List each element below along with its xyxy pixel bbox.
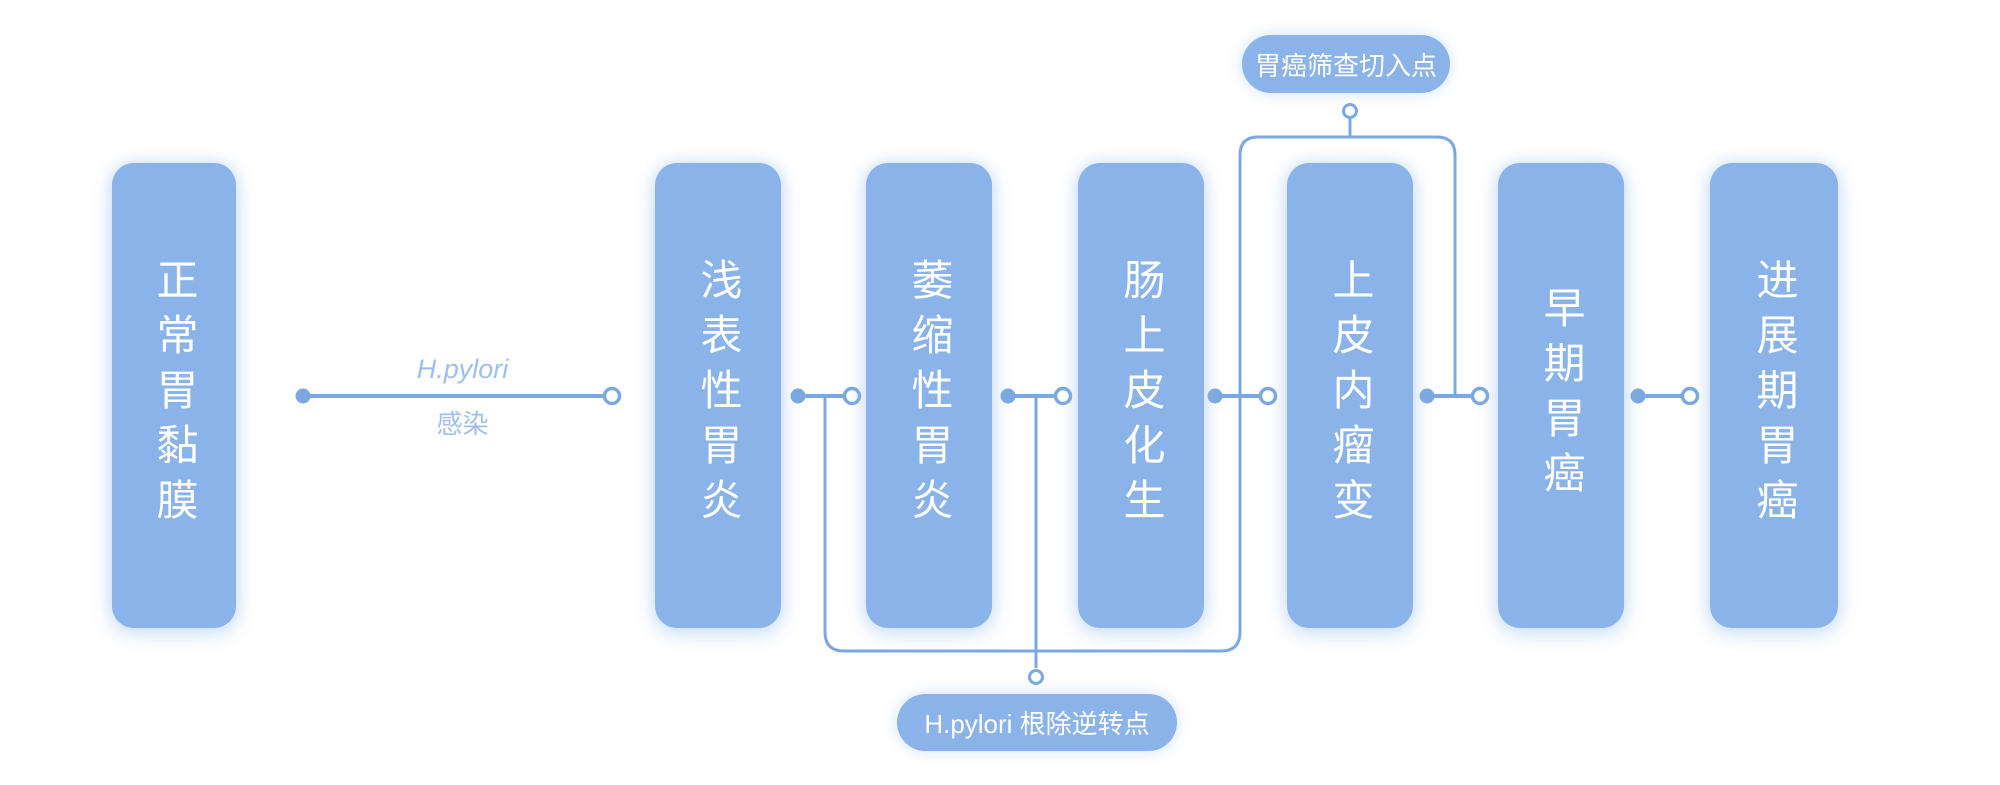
stage-node-atrophic-gastritis: 萎缩性胃炎 bbox=[866, 163, 992, 628]
stage-node-early-gastric-cancer: 早期胃癌 bbox=[1498, 163, 1624, 628]
callout-eradication-reversal-point: H.pylori 根除逆转点 bbox=[897, 694, 1177, 751]
stage-label: 浅表性胃炎 bbox=[695, 258, 742, 533]
stage-node-superficial-gastritis: 浅表性胃炎 bbox=[655, 163, 781, 628]
reversal-callout-ring bbox=[1028, 669, 1044, 685]
edge-end-ring bbox=[1680, 386, 1700, 406]
callout-screening-entry-point: 胃癌筛查切入点 bbox=[1242, 35, 1450, 93]
stage-label: 早期胃癌 bbox=[1538, 285, 1585, 506]
edge-end-ring bbox=[842, 386, 862, 406]
edge-start-dot bbox=[1419, 388, 1435, 404]
stage-node-advanced-gastric-cancer: 进展期胃癌 bbox=[1710, 163, 1838, 628]
edge-label-hpylori: H.pylori bbox=[416, 354, 509, 384]
edge-end-ring bbox=[1053, 386, 1073, 406]
edge-end-ring bbox=[1470, 386, 1490, 406]
edge-start-dot bbox=[1000, 388, 1016, 404]
edge-start-dot bbox=[1207, 388, 1223, 404]
stage-label: 进展期胃癌 bbox=[1751, 258, 1798, 533]
edge-start-dot bbox=[295, 388, 311, 404]
screening-callout-ring bbox=[1342, 103, 1358, 119]
edge-start-dot bbox=[1630, 388, 1646, 404]
screening-bracket-line bbox=[1238, 135, 1457, 394]
stage-node-intestinal-metaplasia: 肠上皮化生 bbox=[1078, 163, 1204, 628]
stage-label: 正常胃黏膜 bbox=[151, 258, 198, 533]
stage-label: 肠上皮化生 bbox=[1118, 258, 1165, 533]
stage-label: 萎缩性胃炎 bbox=[906, 258, 953, 533]
stage-node-intraepithelial-neoplasia: 上皮内瘤变 bbox=[1287, 163, 1413, 628]
edge-start-dot bbox=[790, 388, 806, 404]
edge-label-infection: 感染 bbox=[436, 409, 489, 439]
stage-label: 上皮内瘤变 bbox=[1327, 258, 1374, 533]
reversal-rail-line bbox=[823, 398, 1242, 653]
edge-end-ring bbox=[602, 386, 622, 406]
stage-node-normal-mucosa: 正常胃黏膜 bbox=[112, 163, 236, 628]
edge-end-ring bbox=[1258, 386, 1278, 406]
